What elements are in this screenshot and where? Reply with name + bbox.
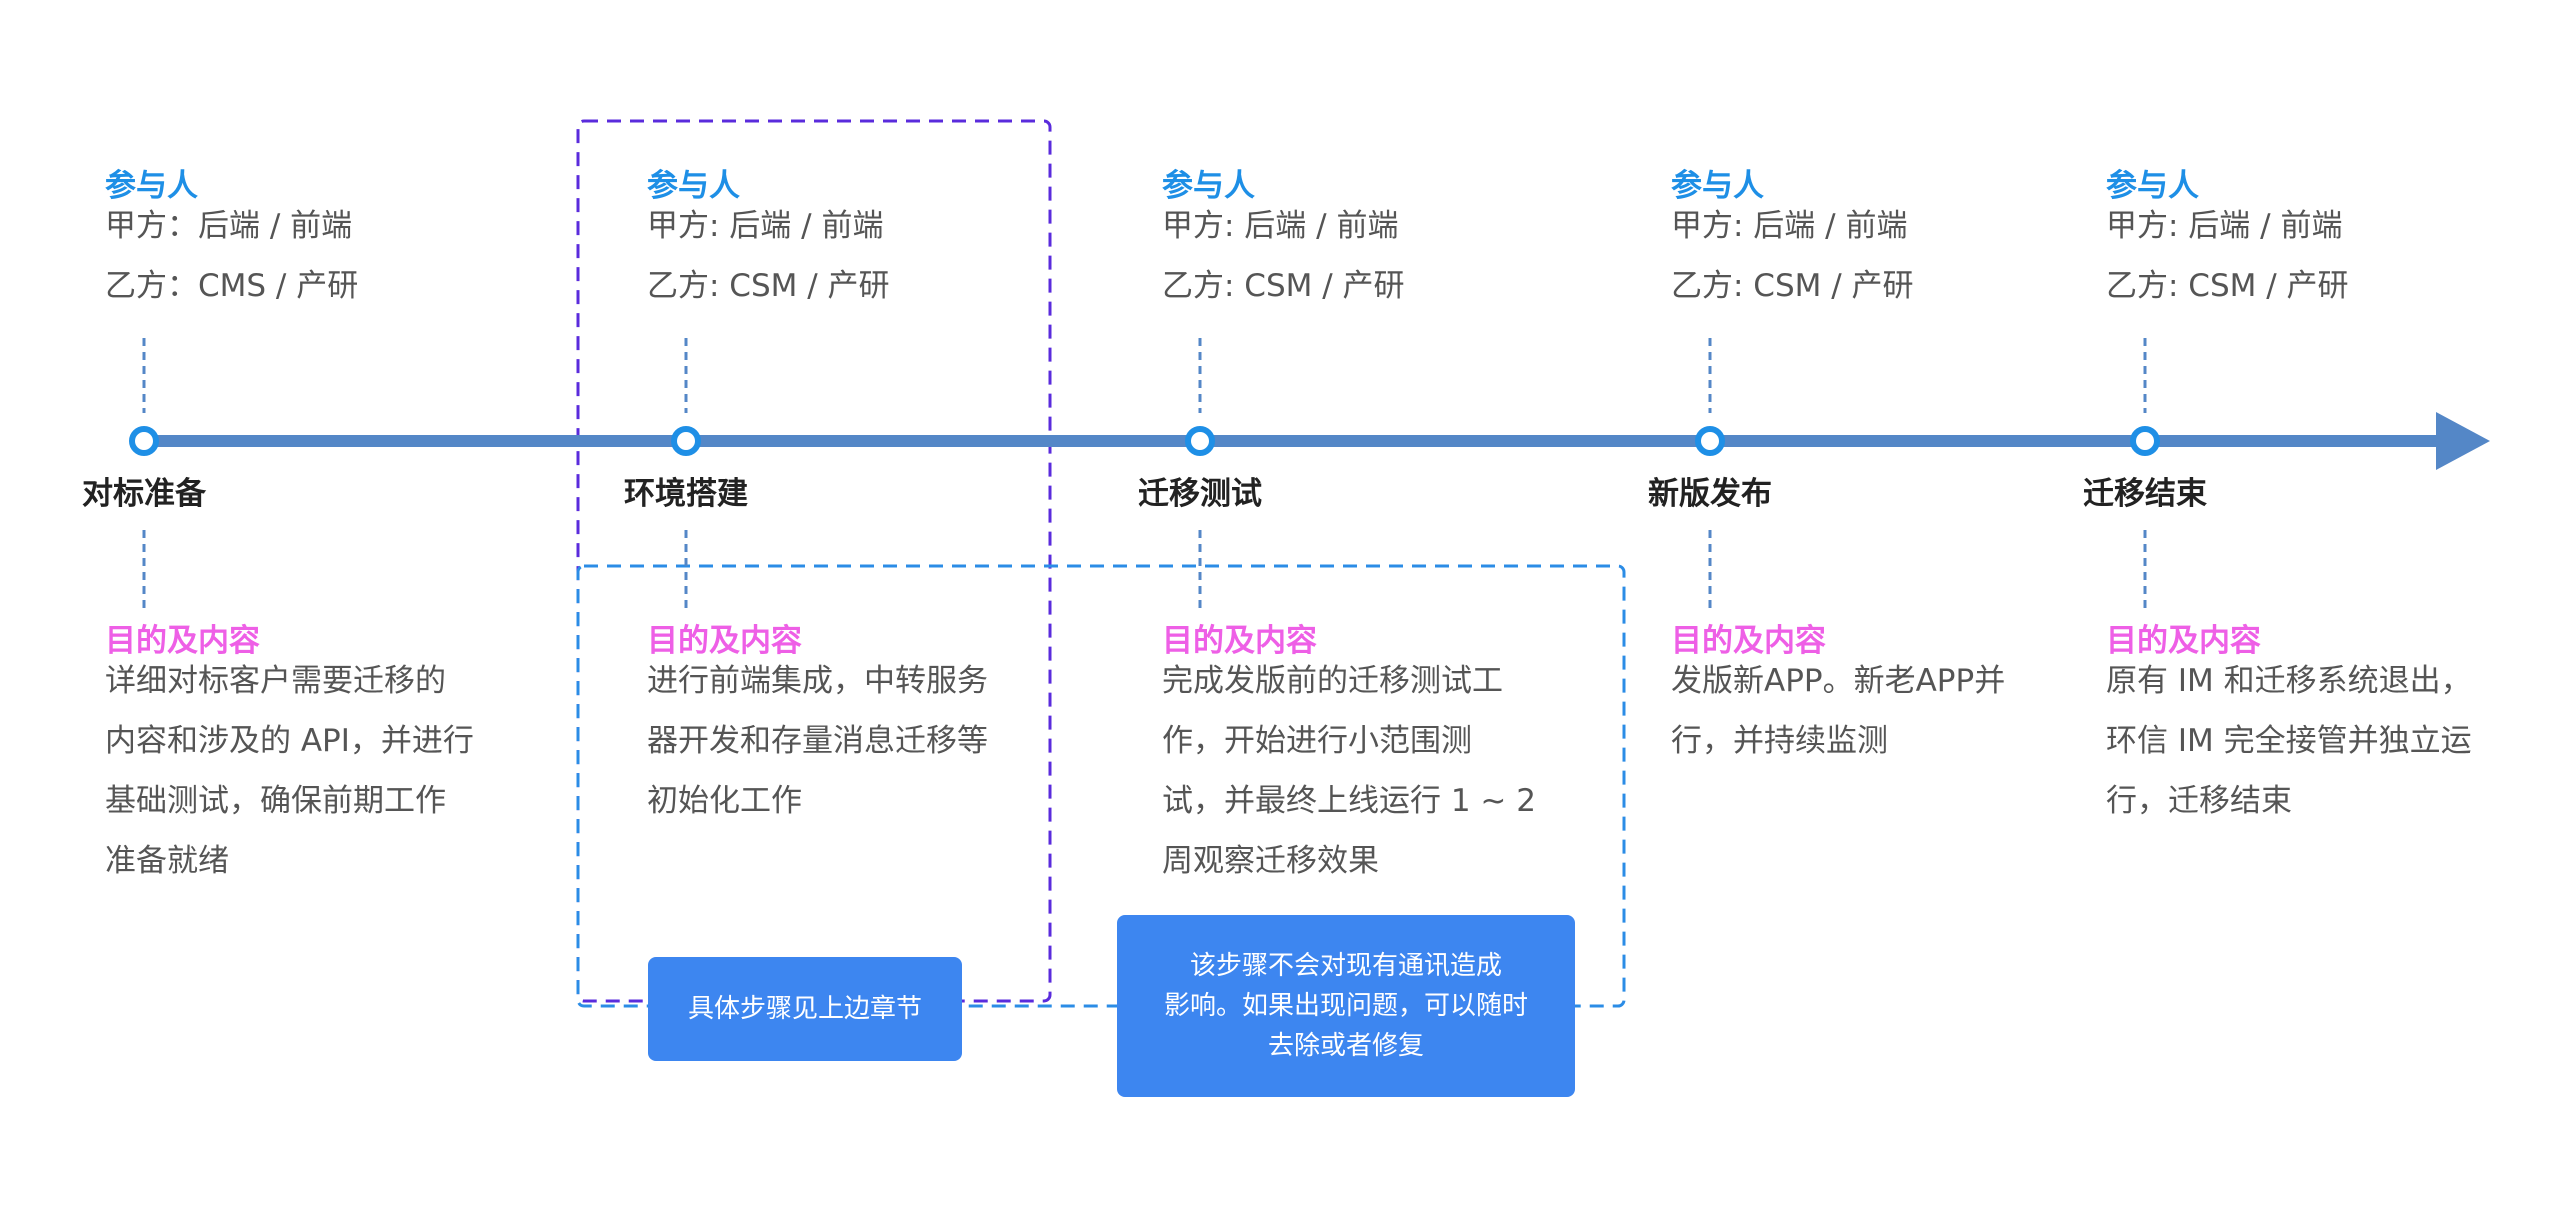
- note-impact-box: 该步骤不会对现有通讯造成 影响。如果出现问题，可以随时 去除或者修复: [1117, 915, 1575, 1097]
- content-header: 目的及内容: [105, 623, 260, 659]
- content-line: 发版新APP。新老APP并: [1671, 663, 2006, 699]
- migration-phase-dashed-box: [576, 564, 1626, 1008]
- party-a-line: 甲方: 后端 / 前端: [1671, 208, 1908, 244]
- content-line: 器开发和存量消息迁移等: [647, 723, 988, 759]
- content-line: 完成发版前的迁移测试工: [1162, 663, 1503, 699]
- note-details-line: 具体步骤见上边章节: [687, 994, 922, 1024]
- content-line: 试，并最终上线运行 1 ~ 2: [1162, 783, 1536, 819]
- participants-header: 参与人: [1671, 168, 1764, 204]
- party-b-line: 乙方：CMS / 产研: [105, 268, 359, 304]
- party-a-line: 甲方：后端 / 前端: [105, 208, 353, 244]
- party-b-line: 乙方: CSM / 产研: [1162, 268, 1405, 304]
- party-b-line: 乙方: CSM / 产研: [1671, 268, 1914, 304]
- participants-header: 参与人: [647, 168, 740, 204]
- content-header: 目的及内容: [647, 623, 802, 659]
- stage-name: 环境搭建: [624, 476, 748, 512]
- note-impact-line: 该步骤不会对现有通讯造成: [1189, 951, 1502, 981]
- content-line: 详细对标客户需要迁移的: [105, 663, 446, 699]
- stage-node: [1695, 426, 1725, 456]
- stage-node: [2130, 426, 2160, 456]
- content-line: 周观察迁移效果: [1162, 843, 1379, 879]
- stage-node: [129, 426, 159, 456]
- content-line: 初始化工作: [647, 783, 802, 819]
- content-header: 目的及内容: [2106, 623, 2261, 659]
- content-line: 行，迁移结束: [2106, 783, 2292, 819]
- content-line: 原有 IM 和迁移系统退出，: [2106, 663, 2472, 699]
- participants-header: 参与人: [1162, 168, 1255, 204]
- stage-name: 对标准备: [82, 476, 206, 512]
- timeline-arrowhead: [2436, 412, 2490, 470]
- note-impact-line: 影响。如果出现问题，可以随时: [1163, 991, 1528, 1021]
- content-line: 环信 IM 完全接管并独立运: [2106, 723, 2472, 759]
- stage-name: 新版发布: [1648, 476, 1772, 512]
- stage-node: [1185, 426, 1215, 456]
- party-b-line: 乙方: CSM / 产研: [2106, 268, 2349, 304]
- stage-name: 迁移测试: [1138, 476, 1262, 512]
- participants-header: 参与人: [105, 168, 198, 204]
- note-details-box: 具体步骤见上边章节: [648, 957, 962, 1061]
- party-b-line: 乙方: CSM / 产研: [647, 268, 890, 304]
- content-header: 目的及内容: [1162, 623, 1317, 659]
- party-a-line: 甲方: 后端 / 前端: [1162, 208, 1399, 244]
- party-a-line: 甲方: 后端 / 前端: [2106, 208, 2343, 244]
- content-line: 基础测试，确保前期工作: [105, 783, 446, 819]
- stage-name: 迁移结束: [2083, 476, 2207, 512]
- stage-node: [671, 426, 701, 456]
- party-a-line: 甲方: 后端 / 前端: [647, 208, 884, 244]
- content-line: 进行前端集成，中转服务: [647, 663, 988, 699]
- participants-header: 参与人: [2106, 168, 2199, 204]
- note-impact-line: 去除或者修复: [1267, 1031, 1424, 1061]
- content-line: 作，开始进行小范围测: [1162, 723, 1472, 759]
- content-line: 行，并持续监测: [1671, 723, 1888, 759]
- content-header: 目的及内容: [1671, 623, 1826, 659]
- content-line: 准备就绪: [105, 843, 229, 879]
- content-line: 内容和涉及的 API，并进行: [105, 723, 474, 759]
